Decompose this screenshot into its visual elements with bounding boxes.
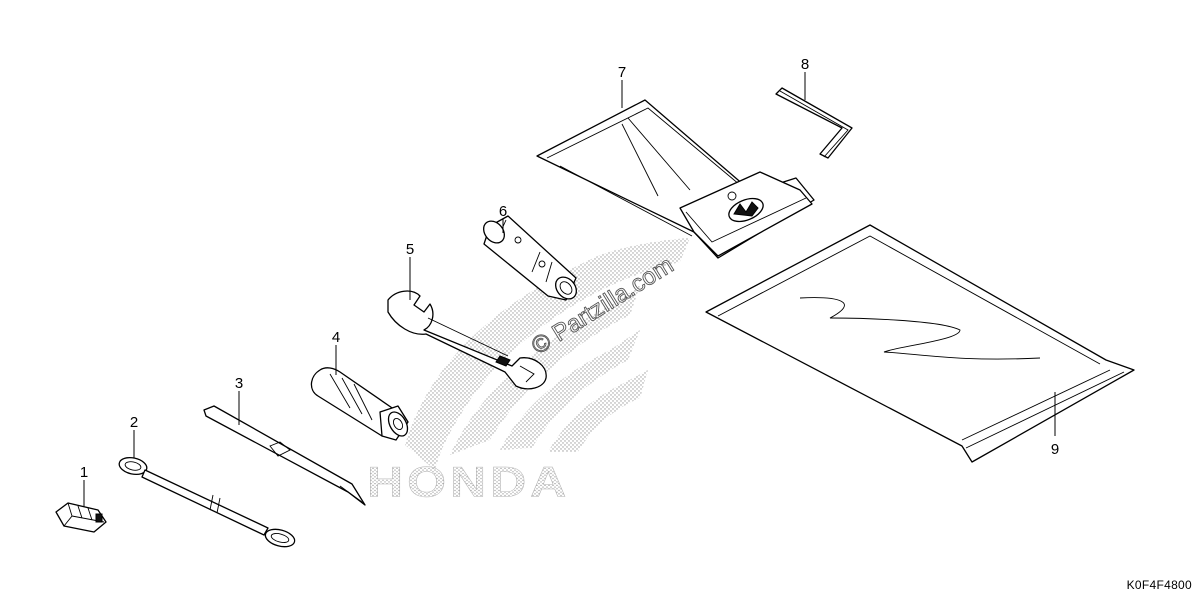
callout-3[interactable]: 3 xyxy=(235,375,243,392)
part-8-hex-key[interactable] xyxy=(775,87,853,159)
callout-6[interactable]: 6 xyxy=(499,203,507,220)
part-3-screwdriver-shaft[interactable] xyxy=(203,405,366,506)
callout-5[interactable]: 5 xyxy=(406,241,414,258)
part-2-cable[interactable] xyxy=(118,455,297,549)
callout-7[interactable]: 7 xyxy=(618,64,626,81)
part-4-screwdriver-handle[interactable] xyxy=(310,367,411,441)
part-7-tool-bag[interactable] xyxy=(536,99,815,259)
part-6-plug-wrench-tube[interactable] xyxy=(479,215,580,303)
part-5-wrench[interactable] xyxy=(387,290,547,390)
callout-2[interactable]: 2 xyxy=(130,414,138,431)
callouts: 1 2 3 4 5 6 7 8 9 xyxy=(80,56,1059,481)
honda-logo-text: HONDA xyxy=(367,458,570,506)
callout-9[interactable]: 9 xyxy=(1051,441,1059,458)
part-1-clip[interactable] xyxy=(55,502,107,533)
drawing-code: K0F4F4800 xyxy=(1126,578,1192,592)
leader-lines xyxy=(83,72,1056,507)
callout-4[interactable]: 4 xyxy=(332,329,340,346)
callout-8[interactable]: 8 xyxy=(801,56,809,73)
part-9-manual-sleeve[interactable] xyxy=(705,224,1135,463)
callout-1[interactable]: 1 xyxy=(80,464,88,481)
